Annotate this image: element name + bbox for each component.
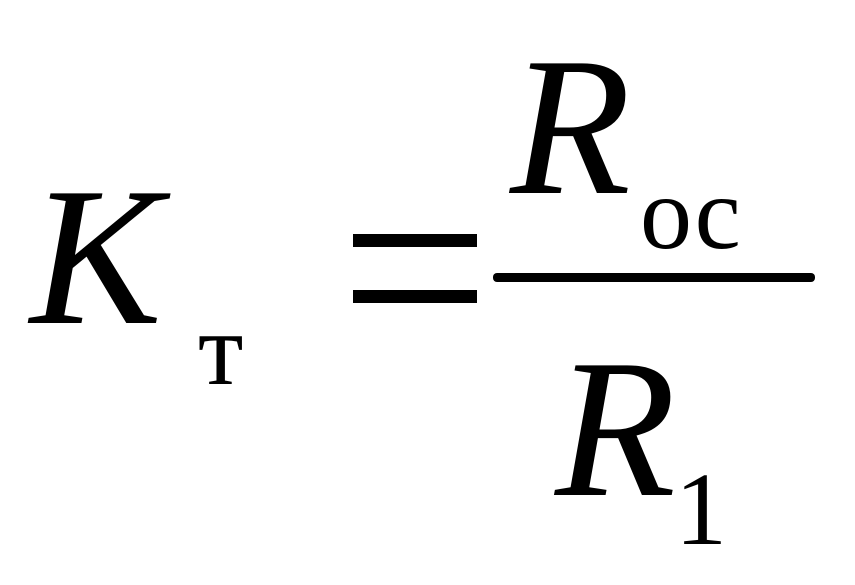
fraction-bar (493, 273, 815, 282)
numerator-symbol: R (510, 17, 631, 236)
lhs-subscript: т (198, 292, 244, 407)
equals-sign-bottom-bar (353, 290, 477, 303)
denominator-symbol: R (555, 319, 676, 538)
denominator-subscript: 1 (675, 452, 727, 567)
numerator-subscript: ос (640, 156, 741, 271)
equals-sign-top-bar (353, 234, 477, 247)
lhs-symbol: K (30, 147, 163, 366)
